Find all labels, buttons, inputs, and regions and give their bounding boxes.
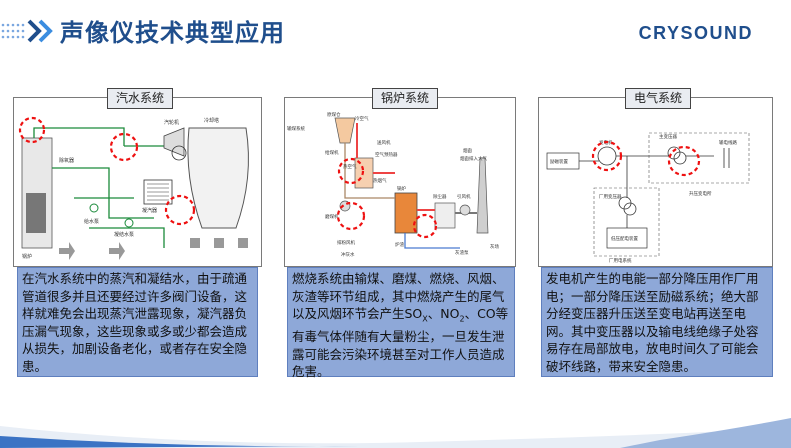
- svg-text:冲灰水: 冲灰水: [341, 251, 355, 258]
- svg-text:冷却塔: 冷却塔: [204, 117, 219, 124]
- page-title: 声像仪技术典型应用: [60, 19, 285, 47]
- electric-system-description: 发电机产生的电能一部分降压用作厂用电；一部分降压送至励磁系统；绝大部分经变压器升…: [541, 267, 773, 377]
- boiler-desc-sub-x: X: [422, 314, 428, 324]
- electric-system-diagram: 励磁装置 发电机 主变压器 输电线路 升压变电所 厂用变压器 低压配电装置 厂用…: [546, 132, 750, 264]
- brand-logo: CRYSOUND: [638, 23, 753, 43]
- panel-label-boiler: 锅炉系统: [372, 88, 439, 109]
- svg-text:给煤机: 给煤机: [325, 149, 339, 156]
- boiler-desc-part-3: 、CO等有毒气体伴随有大量粉尘，一旦发生泄露可能会污染环境甚至对工作人员造成危害…: [292, 306, 509, 379]
- svg-text:原煤仓: 原煤仓: [327, 111, 341, 118]
- boiler-system-panel: 输煤系统 原煤仓 给煤机 磨煤机 排粉风机 锅炉 空气预热器 除尘器 引风机 送…: [284, 97, 516, 267]
- double-chevron-icon: [27, 19, 53, 43]
- svg-text:灰场: 灰场: [490, 243, 499, 250]
- panel-label-electric: 电气系统: [625, 88, 692, 109]
- svg-text:灰渣泵: 灰渣泵: [455, 249, 469, 256]
- svg-text:凝结水泵: 凝结水泵: [114, 231, 134, 238]
- steam-system-description: 在汽水系统中的蒸汽和凝结水，由于疏通管道很多并且还要经过许多阀门设备，这样就难免…: [17, 267, 258, 377]
- svg-text:除氧器: 除氧器: [59, 157, 74, 164]
- steam-system-diagram: 汽轮机 凝汽器 冷却塔 给水泵 凝结水泵 除氧器 锅炉: [18, 116, 249, 260]
- svg-text:凝汽器: 凝汽器: [142, 207, 157, 214]
- svg-text:厂用电系统: 厂用电系统: [609, 257, 632, 264]
- svg-text:励磁装置: 励磁装置: [550, 158, 568, 165]
- svg-text:烟囱: 烟囱: [463, 147, 472, 154]
- svg-text:送风机: 送风机: [377, 139, 391, 146]
- svg-text:锅炉: 锅炉: [22, 253, 32, 260]
- boiler-desc-part-1: 燃烧系统由输煤、磨煤、燃烧、风烟、灰渣等环节组成，其中燃烧产生的尾气以及风烟环节…: [292, 271, 505, 321]
- boiler-system-description: 燃烧系统由输煤、磨煤、燃烧、风烟、灰渣等环节组成，其中燃烧产生的尾气以及风烟环节…: [287, 267, 515, 379]
- svg-text:炉渣: 炉渣: [395, 241, 404, 248]
- svg-text:锅炉: 锅炉: [397, 185, 406, 192]
- svg-text:输煤系统: 输煤系统: [287, 125, 305, 132]
- electric-system-panel: 励磁装置 发电机 主变压器 输电线路 升压变电所 厂用变压器 低压配电装置 厂用…: [538, 97, 773, 267]
- svg-text:排粉风机: 排粉风机: [337, 239, 355, 246]
- svg-text:厂用变压器: 厂用变压器: [599, 193, 622, 200]
- dot-pattern-icon: [1, 23, 25, 39]
- svg-text:升压变电所: 升压变电所: [689, 190, 712, 197]
- header: 声像仪技术典型应用 CRYSOUND: [0, 0, 791, 60]
- svg-text:给水泵: 给水泵: [84, 218, 99, 225]
- svg-text:烟囱排入大气: 烟囱排入大气: [460, 155, 487, 162]
- steam-system-panel: 汽轮机 凝汽器 冷却塔 给水泵 凝结水泵 除氧器 锅炉: [13, 97, 262, 267]
- boiler-desc-sub-2: 2: [459, 314, 465, 324]
- svg-text:冷空气: 冷空气: [355, 115, 369, 122]
- svg-text:低压配电装置: 低压配电装置: [611, 235, 638, 242]
- boiler-system-diagram: 输煤系统 原煤仓 给煤机 磨煤机 排粉风机 锅炉 空气预热器 除尘器 引风机 送…: [287, 111, 499, 258]
- svg-text:输电线路: 输电线路: [719, 139, 737, 146]
- svg-text:热空气: 热空气: [343, 163, 357, 170]
- svg-text:主变压器: 主变压器: [659, 133, 677, 140]
- svg-text:空气预热器: 空气预热器: [375, 151, 398, 158]
- svg-text:磨煤机: 磨煤机: [325, 213, 339, 220]
- panel-label-steam: 汽水系统: [107, 88, 174, 109]
- svg-text:热烟气: 热烟气: [373, 177, 387, 184]
- svg-text:汽轮机: 汽轮机: [164, 119, 179, 126]
- svg-text:除尘器: 除尘器: [433, 193, 447, 200]
- svg-text:引风机: 引风机: [457, 193, 471, 200]
- boiler-desc-part-2: 、NO: [427, 306, 460, 321]
- decorative-wave: [0, 418, 791, 448]
